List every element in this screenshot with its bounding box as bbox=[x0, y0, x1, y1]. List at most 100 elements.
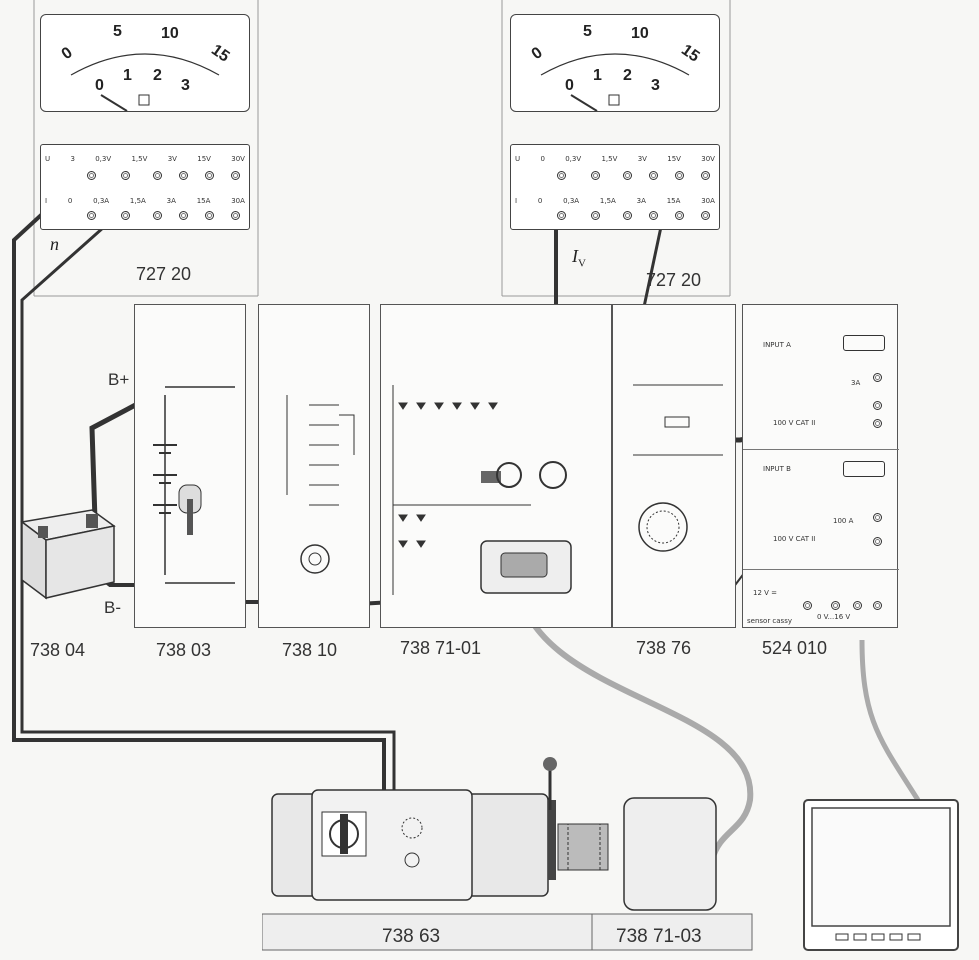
jack[interactable] bbox=[153, 211, 162, 220]
meter-right-scale bbox=[540, 53, 690, 112]
module-738-71-01-label: 738 71-01 bbox=[400, 638, 482, 658]
jack[interactable] bbox=[231, 171, 240, 180]
range-label: U bbox=[515, 155, 521, 163]
jack[interactable] bbox=[179, 171, 188, 180]
jack[interactable] bbox=[803, 601, 812, 610]
meter-right-range-top: U 0 0,3V 1,5V 3V 15V 30V bbox=[515, 155, 715, 163]
scale-inner-3: 3 bbox=[181, 77, 190, 94]
scale-outer-10: 10 bbox=[631, 25, 649, 42]
jack[interactable] bbox=[179, 211, 188, 220]
scale-inner-1: 1 bbox=[593, 67, 602, 84]
input-a-label: INPUT A bbox=[763, 341, 791, 349]
cat-a-label: 100 V CAT II bbox=[773, 419, 816, 427]
jack[interactable] bbox=[87, 211, 96, 220]
meter-left-range-bottom: I 0 0,3A 1,5A 3A 15A 30A bbox=[45, 197, 245, 205]
range-label: 0 bbox=[67, 197, 73, 205]
jack[interactable] bbox=[557, 211, 566, 220]
range-label: 0 bbox=[537, 197, 543, 205]
range-label: 30V bbox=[231, 155, 245, 163]
input-b-label: INPUT B bbox=[763, 465, 791, 473]
sensor-cassy-label: sensor cassy bbox=[747, 617, 792, 625]
monitor bbox=[803, 799, 959, 951]
jack[interactable] bbox=[873, 419, 882, 428]
jack[interactable] bbox=[873, 401, 882, 410]
jack[interactable] bbox=[873, 601, 882, 610]
module-738-03-label: 738 03 bbox=[156, 640, 212, 660]
cable-monitor bbox=[859, 639, 921, 802]
jack[interactable] bbox=[701, 171, 710, 180]
jack[interactable] bbox=[873, 537, 882, 546]
range-label: 0 bbox=[540, 155, 545, 163]
module-738-71-03-label: 738 71-03 bbox=[616, 926, 702, 947]
cable-n-left bbox=[12, 168, 386, 790]
jack[interactable] bbox=[591, 171, 600, 180]
range-label: 3A bbox=[636, 197, 646, 205]
jack[interactable] bbox=[675, 211, 684, 220]
jack[interactable] bbox=[675, 171, 684, 180]
jack[interactable] bbox=[853, 601, 862, 610]
module-524-010-panel: INPUT A INPUT B 100 V CAT II 100 V CAT I… bbox=[742, 304, 899, 628]
bminus-label: B- bbox=[104, 598, 121, 617]
jack[interactable] bbox=[649, 211, 658, 220]
jack[interactable] bbox=[557, 171, 566, 180]
jack[interactable] bbox=[87, 171, 96, 180]
sub-d-connector-b[interactable] bbox=[843, 461, 885, 477]
module-738-76-label: 738 76 bbox=[636, 638, 692, 658]
jack[interactable] bbox=[231, 211, 240, 220]
range-label: U bbox=[45, 155, 51, 163]
meter-right-model: 727 20 bbox=[646, 270, 702, 290]
resistor-circuit bbox=[286, 395, 355, 574]
range-label: 30A bbox=[701, 197, 715, 205]
cable-n-left-2 bbox=[20, 168, 396, 790]
jack[interactable] bbox=[623, 211, 632, 220]
range-label: 3 bbox=[70, 155, 75, 163]
module-524-010-label: 524 010 bbox=[762, 638, 828, 658]
jack[interactable] bbox=[873, 513, 882, 522]
rectifier-circuit bbox=[392, 385, 572, 595]
meter-left-scale bbox=[70, 53, 220, 112]
jack[interactable] bbox=[121, 211, 130, 220]
module-738-63-label: 738 63 bbox=[382, 926, 441, 947]
regulator-circuit bbox=[633, 384, 723, 552]
range-label: 1,5A bbox=[599, 197, 616, 205]
jack[interactable] bbox=[591, 211, 600, 220]
scale-inner-2: 2 bbox=[153, 67, 162, 84]
i-range-label: 3A bbox=[851, 379, 861, 387]
range-label: 0,3V bbox=[95, 155, 112, 163]
range-label: I bbox=[45, 197, 48, 205]
machine-set bbox=[262, 757, 753, 951]
jack[interactable] bbox=[873, 373, 882, 382]
jack[interactable] bbox=[649, 171, 658, 180]
jack[interactable] bbox=[701, 211, 710, 220]
scale-outer-5: 5 bbox=[113, 23, 122, 40]
module-738-10-panel bbox=[258, 304, 370, 628]
range-label: 30A bbox=[231, 197, 245, 205]
supply-12v-label: 12 V = bbox=[753, 589, 778, 597]
range-label: 15A bbox=[196, 197, 211, 205]
symbol-i: I bbox=[572, 246, 578, 266]
scale-inner-0: 0 bbox=[95, 77, 104, 94]
battery-circuit bbox=[153, 386, 235, 584]
range-label: 0,3A bbox=[93, 197, 110, 205]
sub-d-connector-a[interactable] bbox=[843, 335, 885, 351]
jack[interactable] bbox=[205, 211, 214, 220]
range-label: 3V bbox=[167, 155, 177, 163]
jack[interactable] bbox=[623, 171, 632, 180]
scale-inner-2: 2 bbox=[623, 67, 632, 84]
jack[interactable] bbox=[205, 171, 214, 180]
meter-left-range-top: U 3 0,3V 1,5V 3V 15V 30V bbox=[45, 155, 245, 163]
battery-738-04 bbox=[20, 509, 116, 600]
scale-outer-10: 10 bbox=[161, 25, 179, 42]
jack[interactable] bbox=[831, 601, 840, 610]
jack[interactable] bbox=[121, 171, 130, 180]
range-label: 3V bbox=[637, 155, 647, 163]
module-738-10-label: 738 10 bbox=[282, 640, 338, 660]
range-label: 15V bbox=[667, 155, 681, 163]
range-label: 1,5A bbox=[129, 197, 146, 205]
module-738-03-panel bbox=[134, 304, 246, 628]
range-label: I bbox=[515, 197, 518, 205]
range-label: 0,3A bbox=[563, 197, 580, 205]
meter-right-dial: 0 5 10 15 0 1 2 3 bbox=[510, 14, 720, 112]
jack[interactable] bbox=[153, 171, 162, 180]
scale-outer-5: 5 bbox=[583, 23, 592, 40]
